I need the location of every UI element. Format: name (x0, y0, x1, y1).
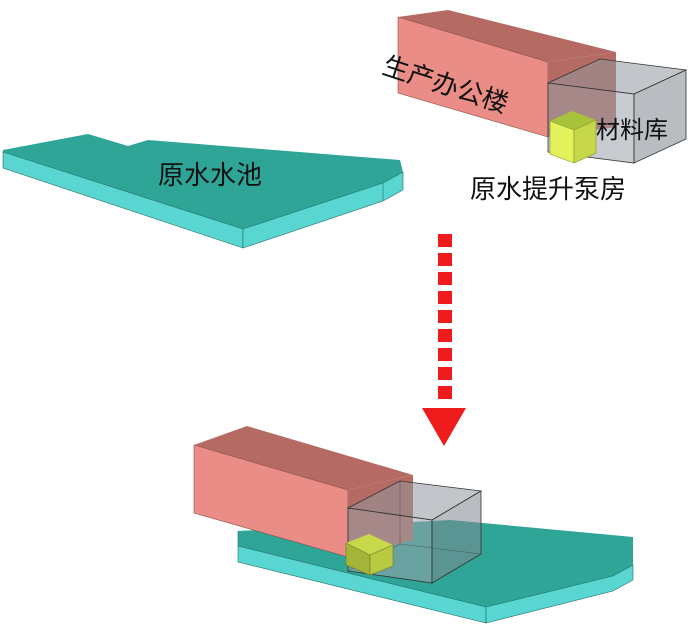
pump-right-face (573, 119, 597, 164)
combined-pump-right-face (369, 544, 394, 576)
combined-pump-top-face (346, 534, 393, 555)
pool-top-face (3, 134, 403, 229)
buildings-separate: 生产办公楼 材料库 原水提升泵房 (379, 10, 688, 205)
pool-label: 原水水池 (158, 161, 262, 191)
office-top-face (398, 10, 616, 62)
warehouse-right-face (633, 69, 687, 164)
combined-office-top-face (194, 426, 413, 490)
combined-layout (193, 426, 634, 624)
combined-pool-end-face (485, 564, 634, 624)
warehouse-label: 材料库 (596, 116, 668, 144)
pump-house-label: 原水提升泵房 (470, 175, 626, 205)
dashed-down-arrow-icon (422, 234, 466, 446)
pool-separate: 原水水池 (2, 134, 404, 249)
